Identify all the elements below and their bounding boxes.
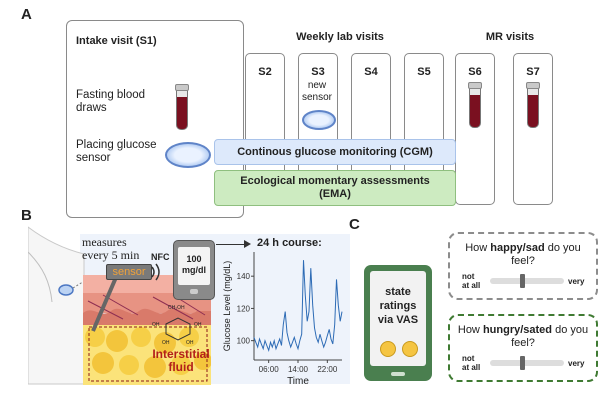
mr-visits-title: MR visits <box>485 31 535 43</box>
reader-to-chart-arrow <box>216 244 246 245</box>
vas-hungry-sated-box: How hungry/sated do you feel? not at all… <box>448 314 598 382</box>
arrowhead-icon <box>244 240 251 248</box>
ema-phone: state ratings via VAS <box>364 265 432 381</box>
chart-y-axis-label: Glucose Level (mg/dL) <box>222 261 232 352</box>
reader-screen: 100 mg/dl <box>178 247 210 285</box>
chart-x-tick-label: 14:00 <box>288 365 309 374</box>
nfc-label: NFC <box>151 252 170 262</box>
placing-glucose-sensor-label: Placing glucose sensor <box>76 139 157 164</box>
vas-q2-left-line1: not <box>462 354 475 363</box>
weekly-lab-visits-title: Weekly lab visits <box>296 31 384 43</box>
measures-label-line1: measures <box>82 235 127 249</box>
vas-q2-slider[interactable] <box>490 360 564 366</box>
glucose-reader-device: 100 mg/dl <box>173 240 215 300</box>
vas-q2-left-label: not at all <box>462 354 480 372</box>
reader-value: 100 <box>186 254 202 264</box>
chart-x-tick-label: 22:00 <box>317 365 338 374</box>
ema-bar-line2: (EMA) <box>319 188 351 200</box>
vas-q2-bold: hungry/sated <box>482 324 553 336</box>
vas-q2-line2: feel? <box>511 337 535 349</box>
vas-q2-post: do you <box>552 324 589 336</box>
vas-q2-left-line2: at all <box>462 363 481 372</box>
reader-button <box>190 289 198 294</box>
new-sensor-icon <box>302 110 336 130</box>
ema-bar-line1: Ecological momentary assessments <box>240 175 430 187</box>
chart-y-tick-label: 140 <box>237 272 251 281</box>
session-label-s4: S4 <box>364 66 378 78</box>
cgm-bar: Continous glucose monitoring (CGM) <box>214 139 456 165</box>
panel-label-a: A <box>21 6 32 23</box>
blood-tube-s7-icon <box>526 82 540 128</box>
session-label-s3: S3 <box>311 66 325 78</box>
chart-y-tick-label: 100 <box>237 337 251 346</box>
chart-series-glucose <box>253 260 343 352</box>
vas-q1-pre: How <box>465 242 491 254</box>
glucose-sensor-icon <box>165 142 211 168</box>
vas-q1-bold: happy/sad <box>490 242 545 254</box>
vas-q1-line2: feel? <box>511 255 535 267</box>
intake-visit-title: Intake visit (S1) <box>76 35 157 47</box>
measures-label-line2: every 5 min <box>82 248 140 262</box>
intake-visit-card: Intake visit (S1) Fasting blood draws Pl… <box>66 20 244 218</box>
vas-q1-left-line1: not <box>462 272 475 281</box>
nfc-waves-icon <box>151 263 160 281</box>
vas-happy-sad-box: How happy/sad do you feel? not at all ve… <box>448 232 598 300</box>
sensor-device: sensor <box>106 264 152 280</box>
blood-tube-s6-icon <box>468 82 482 128</box>
vas-q1-slider[interactable] <box>490 278 564 284</box>
vas-q1-left-line2: at all <box>462 281 481 290</box>
vas-q2-pre: How <box>457 324 483 336</box>
molecule-label-oh-3: OH <box>162 340 170 346</box>
vas-q1-post: do you <box>544 242 581 254</box>
session-card-s6 <box>455 53 495 205</box>
session-label-s5: S5 <box>417 66 431 78</box>
ema-screen-line3: via VAS <box>377 314 419 326</box>
vas-q1-slider-knob[interactable] <box>520 274 525 288</box>
vas-q2-text: How hungry/sated do you feel? <box>450 324 596 350</box>
interstitial-line1: Interstitial <box>152 347 210 361</box>
ema-phone-screen: state ratings via VAS <box>370 271 426 366</box>
vas-q1-left-label: not at all <box>462 272 480 290</box>
chart-x-axis-label: Time <box>287 376 309 387</box>
sad-face-icon <box>402 341 418 357</box>
vas-q1-right-label: very <box>568 277 585 286</box>
chart-plot-area <box>254 252 342 360</box>
chart-y-tick-label: 120 <box>237 304 251 313</box>
session-card-s7 <box>513 53 553 205</box>
course-title: 24 h course: <box>257 237 322 249</box>
interstitial-fluid-label: Interstitial fluid <box>152 348 210 374</box>
session-label-s2: S2 <box>258 66 272 78</box>
session-label-s6: S6 <box>468 66 482 78</box>
vas-q1-text: How happy/sad do you feel? <box>450 242 596 268</box>
vas-q2-right-label: very <box>568 359 585 368</box>
interstitial-line2: fluid <box>168 360 194 374</box>
molecule-label-ch2oh: CH₂OH <box>168 305 185 311</box>
chart-x-tick-label: 06:00 <box>259 365 280 374</box>
panel-label-b: B <box>21 207 32 224</box>
happy-face-icon <box>380 341 396 357</box>
ema-screen-line1: state <box>385 286 411 298</box>
reader-unit: mg/dl <box>182 265 206 275</box>
session-label-s7: S7 <box>526 66 540 78</box>
molecule-label-oh-2: OH <box>194 322 202 328</box>
phone-home-button <box>391 372 405 376</box>
fasting-blood-draws-label: Fasting blood draws <box>76 89 146 114</box>
panel-label-c: C <box>349 216 360 233</box>
ema-screen-line2: ratings <box>379 300 417 312</box>
vas-q2-slider-knob[interactable] <box>520 356 525 370</box>
ema-bar: Ecological momentary assessments (EMA) <box>214 170 456 206</box>
blood-tube-icon <box>175 84 189 130</box>
molecule-label-oh-4: OH <box>186 340 194 346</box>
molecule-label-oh-1: OH <box>152 322 160 328</box>
new-sensor-label: new sensor <box>301 80 332 103</box>
glucose-molecule-icon <box>165 317 191 341</box>
